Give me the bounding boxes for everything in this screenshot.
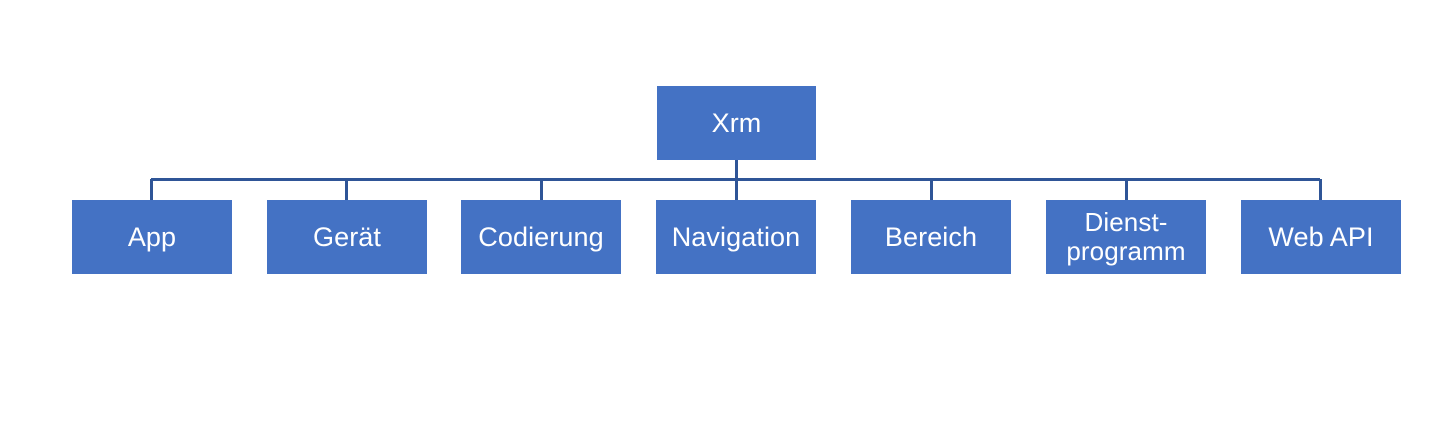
node-app-label: App	[127, 221, 177, 252]
node-xrm[interactable]: Xrm	[657, 86, 816, 160]
node-geraet[interactable]: Gerät	[267, 200, 427, 274]
node-navigation[interactable]: Navigation	[656, 200, 816, 274]
node-web-api[interactable]: Web API	[1241, 200, 1401, 274]
node-bereich-label: Bereich	[884, 221, 978, 252]
node-navigation-label: Navigation	[671, 221, 801, 252]
node-dienstprogramm[interactable]: Dienst- programm	[1046, 200, 1206, 274]
node-bereich[interactable]: Bereich	[851, 200, 1011, 274]
node-geraet-label: Gerät	[312, 221, 382, 252]
node-web-api-label: Web API	[1268, 221, 1374, 252]
node-xrm-label: Xrm	[711, 107, 762, 138]
node-codierung-label: Codierung	[478, 221, 604, 252]
node-dienstprogramm-label: Dienst- programm	[1066, 206, 1186, 266]
node-codierung[interactable]: Codierung	[461, 200, 621, 274]
node-app[interactable]: App	[72, 200, 232, 274]
